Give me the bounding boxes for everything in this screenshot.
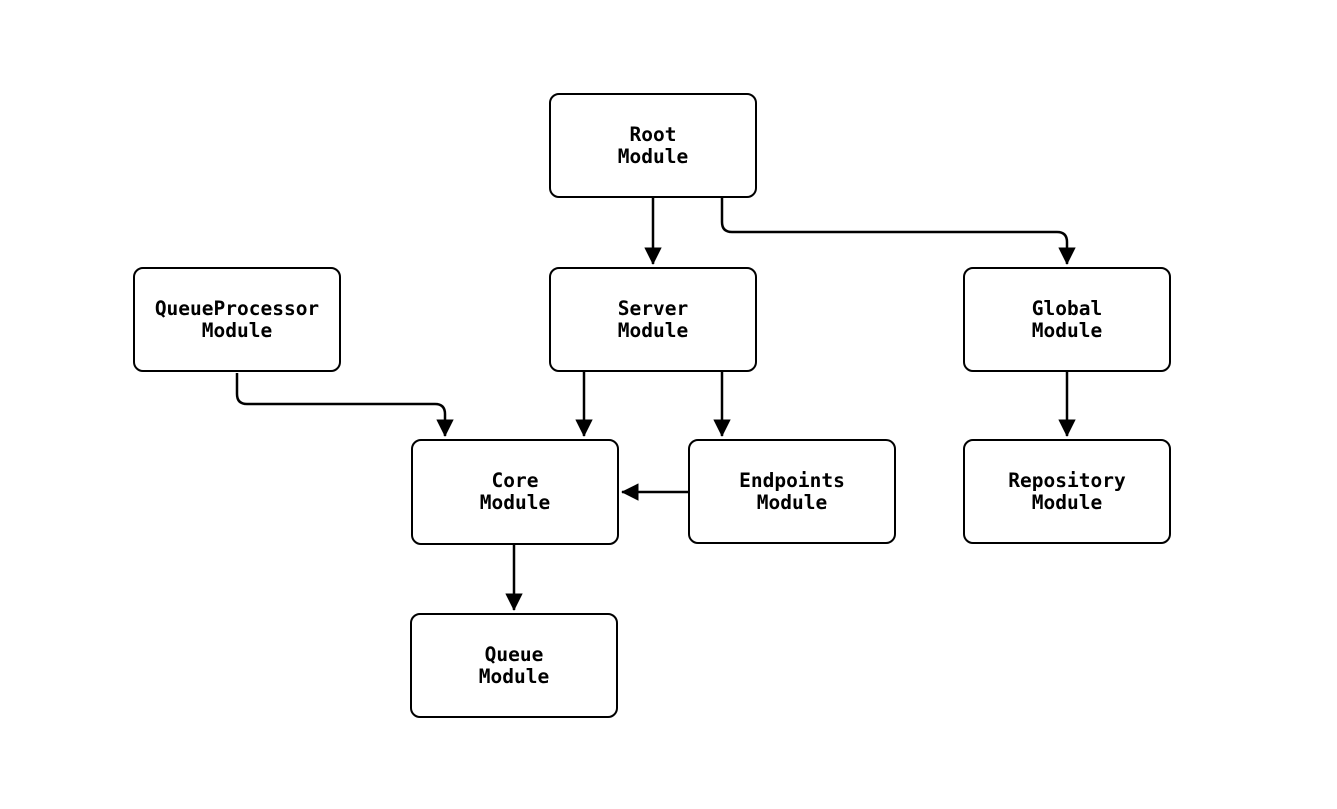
node-server-module: Server Module [549,267,757,372]
node-queue-module: Queue Module [410,613,618,718]
node-endpoints-module: Endpoints Module [688,439,896,544]
edge-root-to-global [720,198,1076,265]
node-global-module: Global Module [963,267,1171,372]
node-queueprocessor-module: QueueProcessor Module [133,267,341,372]
edge-queueprocessor-to-core [235,373,454,437]
node-root-module: Root Module [549,93,757,198]
node-repository-module: Repository Module [963,439,1171,544]
node-core-module: Core Module [411,439,619,545]
